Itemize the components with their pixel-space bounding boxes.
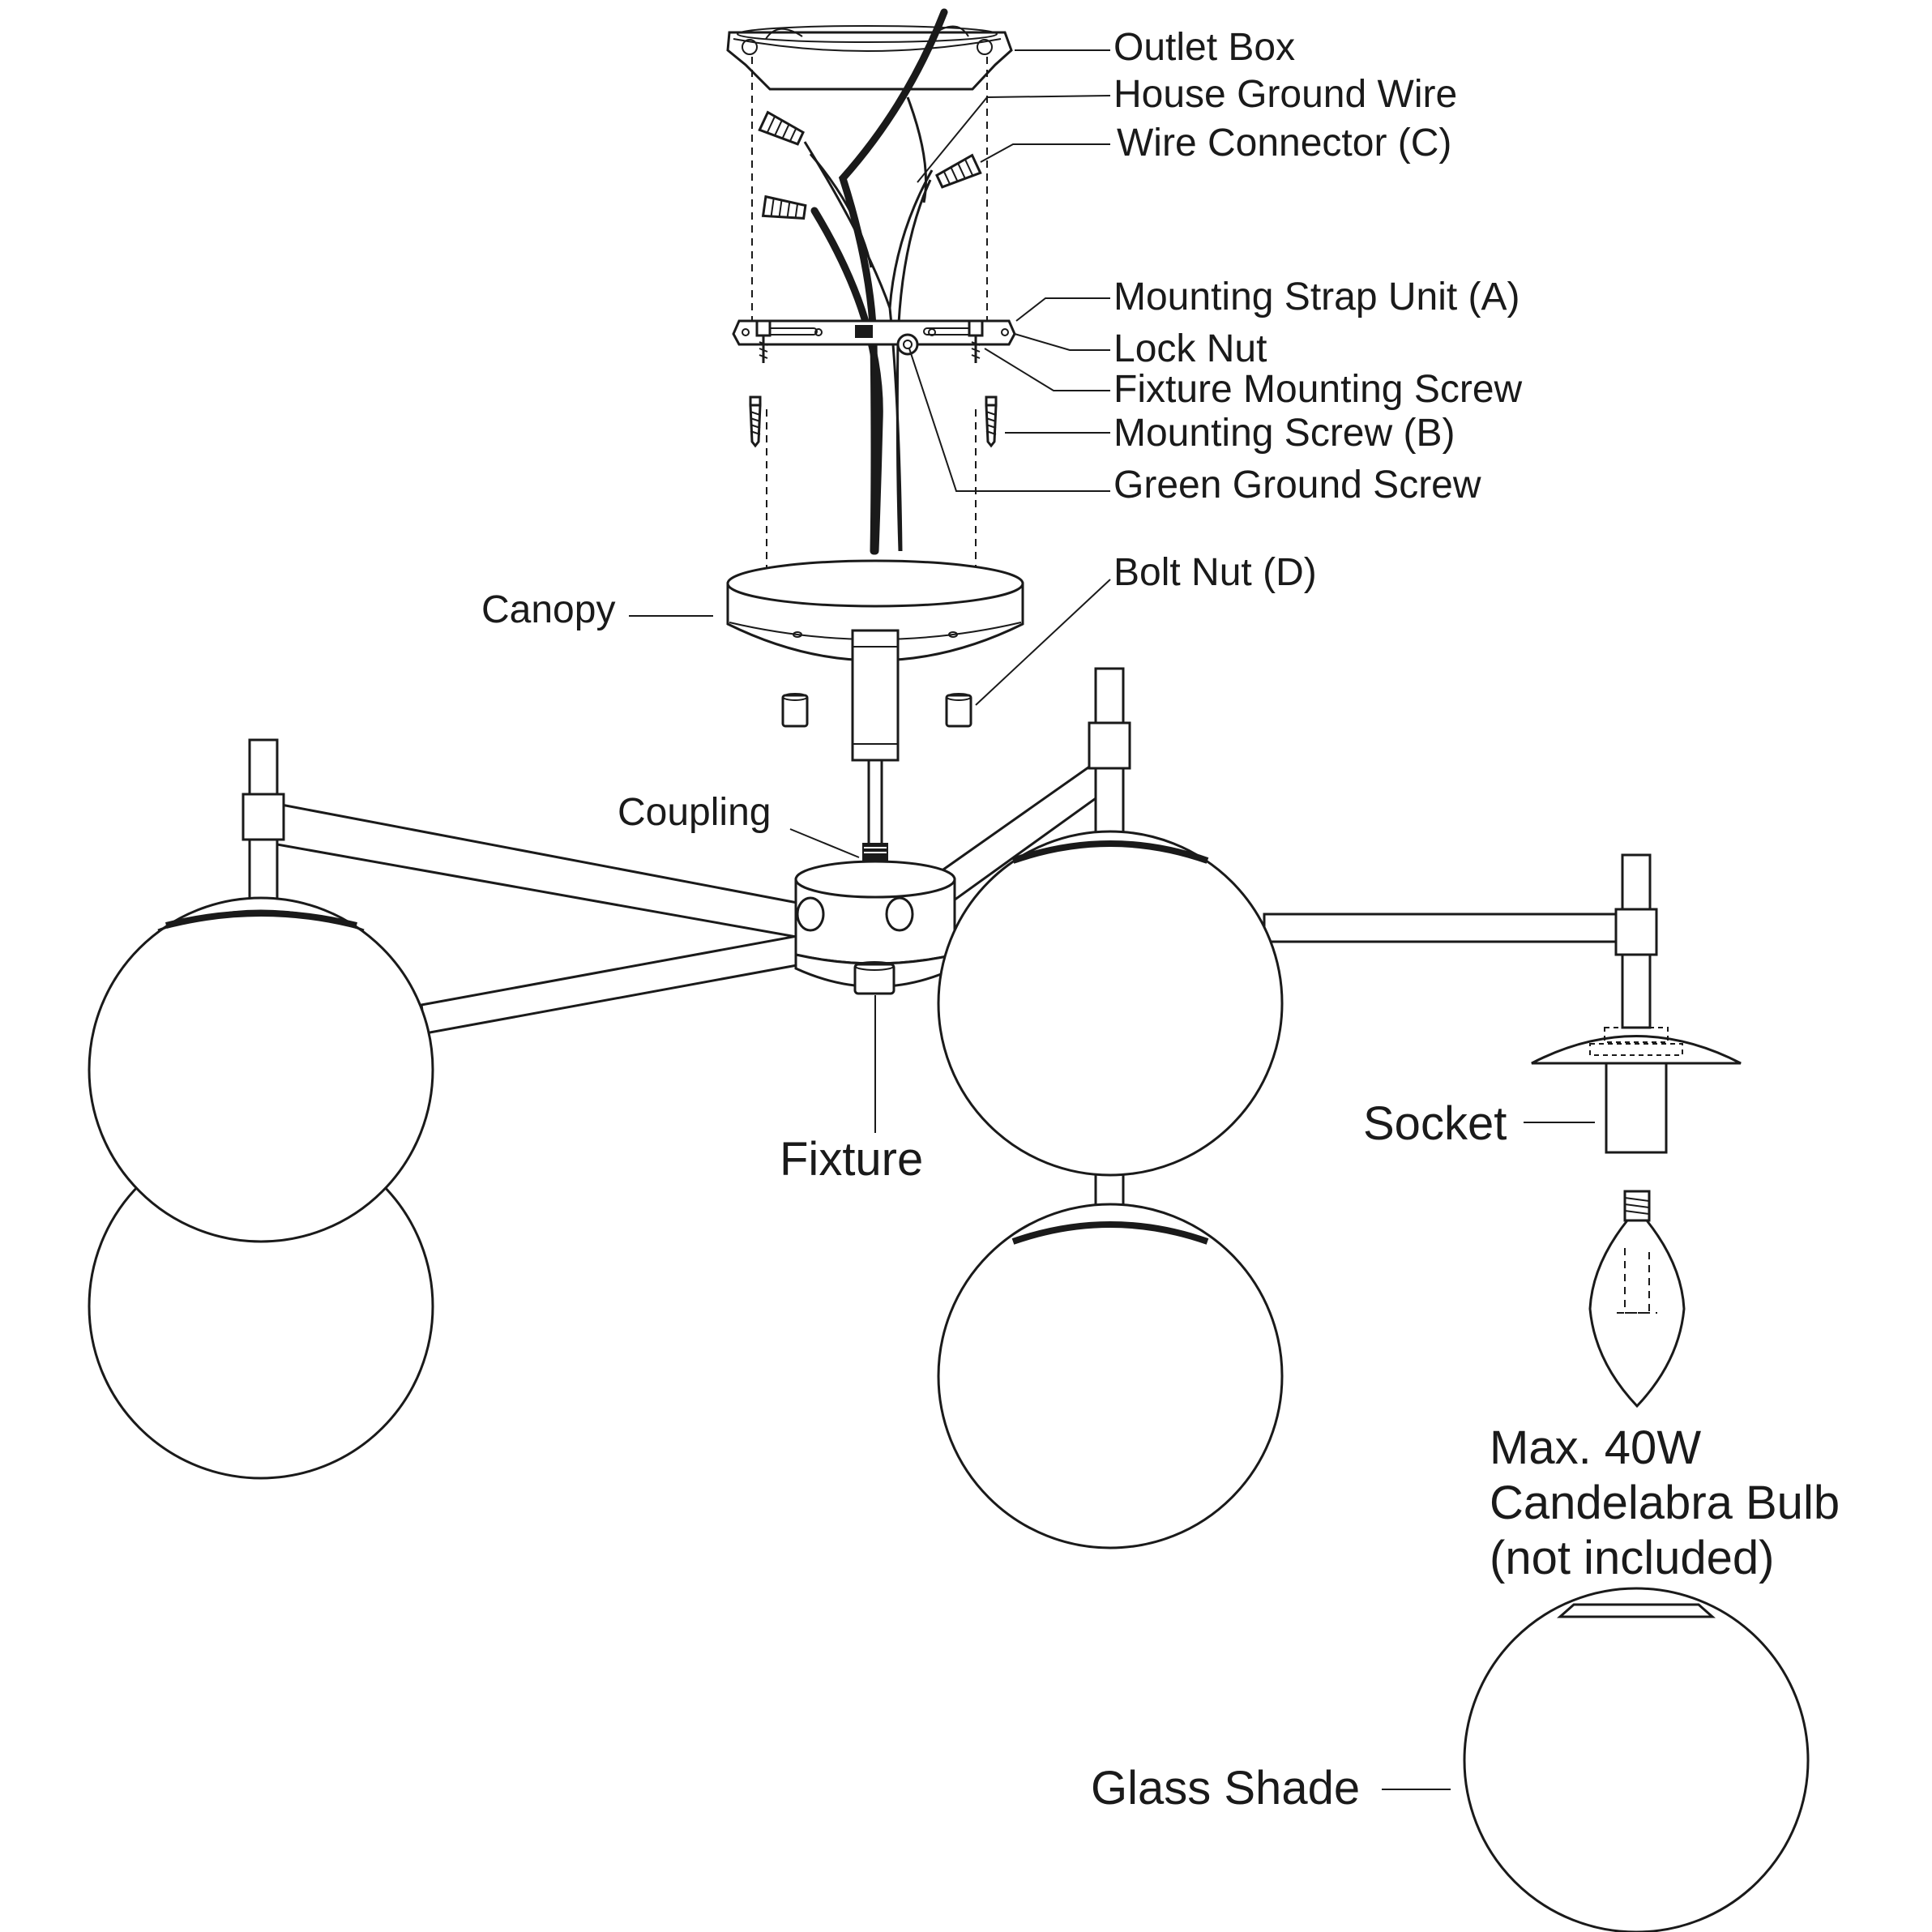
wire-connectors bbox=[758, 110, 982, 220]
label-mounting-strap-unit: Mounting Strap Unit (A) bbox=[1113, 276, 1520, 318]
label-bulb-line3: (not included) bbox=[1490, 1532, 1774, 1584]
mounting-screw-icon bbox=[749, 395, 762, 448]
label-green-ground-screw: Green Ground Screw bbox=[1113, 464, 1481, 507]
socket-assembly bbox=[1531, 853, 1742, 1154]
bolt-nut-icon bbox=[945, 693, 972, 728]
candelabra-bulb-icon bbox=[1588, 1190, 1686, 1408]
fixture-mounting-screw-icon bbox=[755, 319, 772, 363]
green-ground-screw-icon bbox=[896, 333, 919, 356]
fixture-mounting-screw-icon bbox=[968, 319, 984, 363]
label-house-ground-wire: House Ground Wire bbox=[1113, 73, 1457, 116]
back-right-arm-column bbox=[1088, 667, 1131, 835]
label-bulb-line1: Max. 40W bbox=[1490, 1421, 1701, 1474]
alignment-guides bbox=[751, 57, 988, 640]
labels: Outlet Box House Ground Wire Wire Connec… bbox=[481, 26, 1840, 1814]
wire-connector-icon bbox=[935, 153, 982, 189]
label-outlet-box: Outlet Box bbox=[1113, 26, 1295, 69]
label-socket: Socket bbox=[1363, 1097, 1507, 1150]
label-fixture-mounting-screw: Fixture Mounting Screw bbox=[1113, 368, 1523, 411]
mounting-screw-icon bbox=[985, 395, 998, 448]
mounting-strap bbox=[732, 319, 1016, 363]
label-fixture: Fixture bbox=[780, 1133, 923, 1186]
label-bolt-nut: Bolt Nut (D) bbox=[1113, 551, 1317, 594]
outlet-box bbox=[726, 25, 1013, 91]
leader-lines bbox=[629, 49, 1595, 1790]
label-coupling: Coupling bbox=[618, 791, 771, 834]
wire-connector-icon bbox=[761, 194, 807, 220]
left-arm-column bbox=[242, 738, 285, 906]
label-wire-connector: Wire Connector (C) bbox=[1117, 122, 1451, 165]
downrod bbox=[862, 759, 888, 861]
label-canopy: Canopy bbox=[481, 588, 615, 631]
label-glass-shade: Glass Shade bbox=[1091, 1762, 1360, 1814]
canopy bbox=[726, 559, 1024, 762]
bolt-nut-icon bbox=[781, 693, 809, 728]
globes bbox=[88, 830, 1284, 1549]
globe-right-lower bbox=[937, 1203, 1284, 1549]
label-lock-nut: Lock Nut bbox=[1113, 327, 1267, 370]
glass-shade bbox=[1463, 1587, 1810, 1932]
globe-right-upper bbox=[937, 830, 1284, 1177]
label-mounting-screw: Mounting Screw (B) bbox=[1113, 412, 1455, 455]
wire-connector-icon bbox=[758, 110, 805, 146]
wires bbox=[803, 8, 948, 555]
label-bulb-line2: Candelabra Bulb bbox=[1490, 1477, 1840, 1529]
globe-left-upper bbox=[88, 896, 434, 1243]
center-hub bbox=[794, 860, 956, 995]
